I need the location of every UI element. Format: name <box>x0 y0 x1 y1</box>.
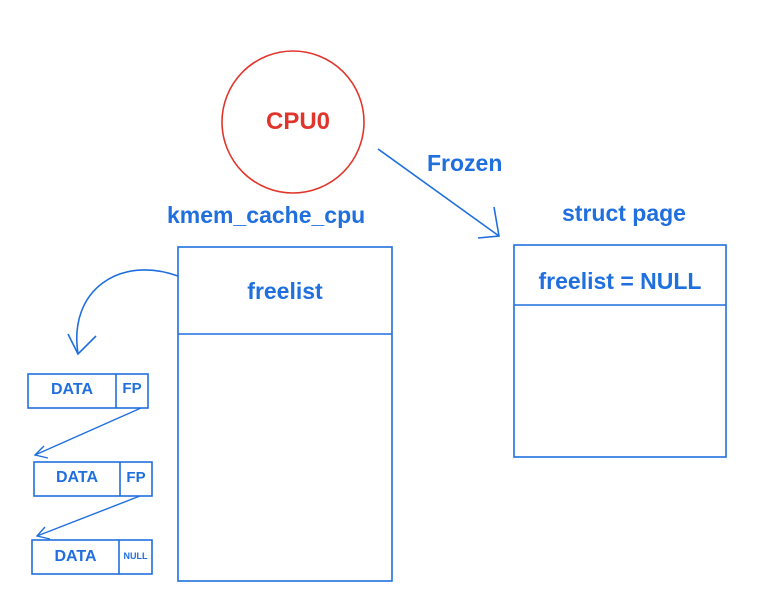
kmem-cache-cpu-box <box>177 246 393 582</box>
frozen-arrowhead <box>477 206 500 239</box>
object-2-ptr: FP <box>126 469 146 486</box>
struct-page-title: struct page <box>562 200 686 226</box>
struct-page-box <box>513 244 727 458</box>
link-1-2-arrowhead <box>33 445 49 459</box>
object-1-ptr: FP <box>122 380 142 397</box>
freelist-curve-arrowhead <box>67 333 97 356</box>
object-2-data: DATA <box>55 469 99 486</box>
kmem-cache-cpu-freelist: freelist <box>247 278 323 304</box>
link-1-2-line <box>34 407 142 456</box>
link-2-3-arrowhead <box>35 526 51 540</box>
link-2-3-line <box>36 495 141 537</box>
object-1-data: DATA <box>50 381 94 398</box>
object-3-data: DATA <box>54 548 97 565</box>
object-3-box <box>31 539 153 575</box>
struct-page-freelist: freelist = NULL <box>538 268 702 294</box>
cpu-label: CPU0 <box>266 108 331 135</box>
kmem-cache-cpu-title: kmem_cache_cpu <box>167 202 366 228</box>
object-1-box <box>27 373 149 409</box>
object-2-box <box>33 461 153 497</box>
freelist-curve-arrow <box>75 269 179 355</box>
frozen-arrow-line <box>377 148 500 237</box>
frozen-label: Frozen <box>427 150 503 176</box>
cpu-circle <box>221 50 365 194</box>
object-3-ptr: NULL <box>123 551 148 561</box>
